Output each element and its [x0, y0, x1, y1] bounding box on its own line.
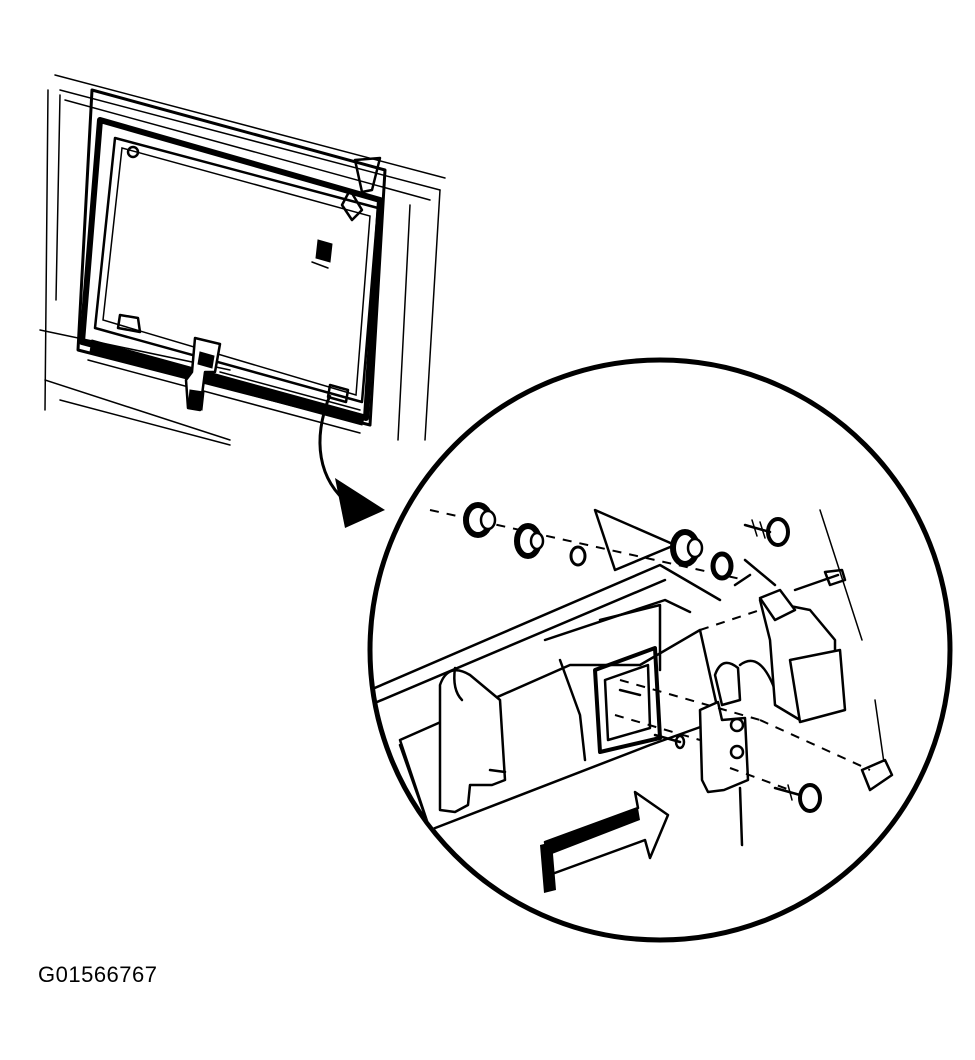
washer-3	[670, 529, 704, 567]
view-direction-arrow-icon	[540, 790, 670, 893]
washer-1	[463, 502, 497, 538]
curved-arrow-icon	[318, 394, 385, 528]
screw-bottom	[773, 783, 822, 813]
washer-2	[514, 523, 545, 559]
nut	[710, 551, 734, 581]
vehicle-window-overview	[39, 74, 446, 446]
detail-view	[367, 357, 953, 943]
screw-top	[743, 517, 790, 547]
spacer	[569, 545, 587, 567]
figure-code: G01566767	[38, 962, 158, 987]
